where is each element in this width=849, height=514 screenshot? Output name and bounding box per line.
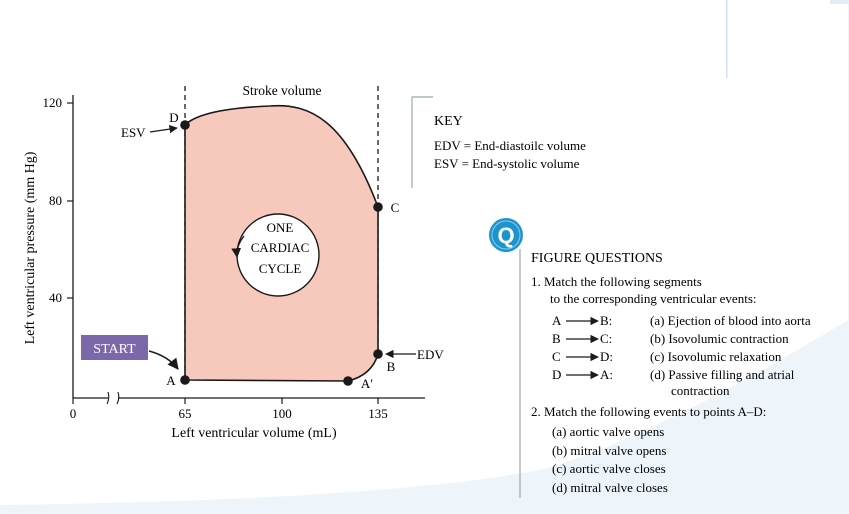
point-label-a-prime: A′ [361, 376, 373, 391]
y-tick-label-80: 80 [49, 193, 62, 208]
cycle-text-line-3: CYCLE [259, 261, 302, 276]
segment-from-1: A [552, 313, 562, 328]
q2-item-a: (a) aortic valve opens [552, 424, 664, 439]
segment-to-4: A: [600, 367, 613, 382]
x-axis-label: Left ventricular volume (mL) [171, 426, 337, 441]
point-label-d: D [169, 110, 178, 125]
question-badge [489, 218, 523, 252]
question-badge-letter: Q [497, 223, 514, 248]
point-label-b: B [387, 359, 396, 374]
point-a-prime [343, 376, 353, 386]
y-axis-label: Left ventricular pressure (mm Hg) [23, 151, 38, 344]
stroke-volume-label: Stroke volume [242, 83, 321, 98]
event-b: (b) Isovolumic contraction [650, 331, 789, 346]
y-tick-label-120: 120 [43, 95, 63, 110]
segment-to-2: C: [600, 331, 612, 346]
key-title: KEY [434, 114, 463, 129]
event-d-continued: contraction [671, 383, 730, 398]
event-d: (d) Passive filling and atrial [650, 367, 795, 382]
point-b [373, 349, 383, 359]
question-badge-ring [491, 220, 521, 250]
start-arrow-icon [148, 350, 179, 370]
esv-arrow-icon [149, 124, 178, 134]
segment-from-3: C [552, 349, 561, 364]
segment-from-2: B [552, 331, 561, 346]
point-c [373, 202, 383, 212]
axis-break-icon [106, 391, 120, 405]
q1-line-1: 1. Match the following segments [531, 274, 702, 289]
axis-break-gap [108, 393, 118, 403]
point-label-c: C [391, 200, 400, 215]
q2-item-d: (d) mitral valve closes [552, 480, 668, 495]
cycle-text-line-2: CARDIAC [251, 240, 310, 255]
segment-from-4: D [552, 367, 561, 382]
event-a: (a) Ejection of blood into aorta [650, 313, 811, 328]
point-a [180, 375, 190, 385]
x-tick-label-100: 100 [272, 406, 292, 421]
q1-line-2: to the corresponding ventricular events: [550, 291, 757, 306]
y-tick-label-40: 40 [49, 290, 62, 305]
point-d [180, 120, 190, 130]
start-label: START [93, 342, 136, 357]
questions-title: FIGURE QUESTIONS [531, 251, 663, 266]
segment-to-3: D: [600, 349, 613, 364]
esv-label: ESV [121, 125, 146, 140]
q2-item-b: (b) mitral valve opens [552, 443, 666, 458]
key-box-border [411, 96, 433, 188]
cycle-direction-arrow-icon [231, 235, 245, 258]
key-line-esv: ESV = End-systolic volume [434, 156, 580, 171]
figure-questions: Q FIGURE QUESTIONS 1. Match the followin… [489, 218, 811, 498]
q2-title: 2. Match the following events to points … [531, 404, 766, 419]
axes [67, 95, 425, 405]
cycle-text-line-1: ONE [267, 220, 294, 235]
q2-item-c: (c) aortic valve closes [552, 461, 666, 476]
start-badge [81, 335, 148, 360]
x-tick-label-65: 65 [179, 406, 192, 421]
edv-label: EDV [417, 347, 444, 362]
point-label-a: A [166, 373, 176, 388]
x-tick-label-135: 135 [368, 406, 388, 421]
key-box: KEY EDV = End-diastoilc volume ESV = End… [411, 96, 586, 188]
key-line-edv: EDV = End-diastoilc volume [434, 138, 586, 153]
x-tick-label-0: 0 [70, 406, 77, 421]
event-c: (c) Isovolumic relaxation [650, 349, 782, 364]
segment-to-1: B: [600, 313, 612, 328]
